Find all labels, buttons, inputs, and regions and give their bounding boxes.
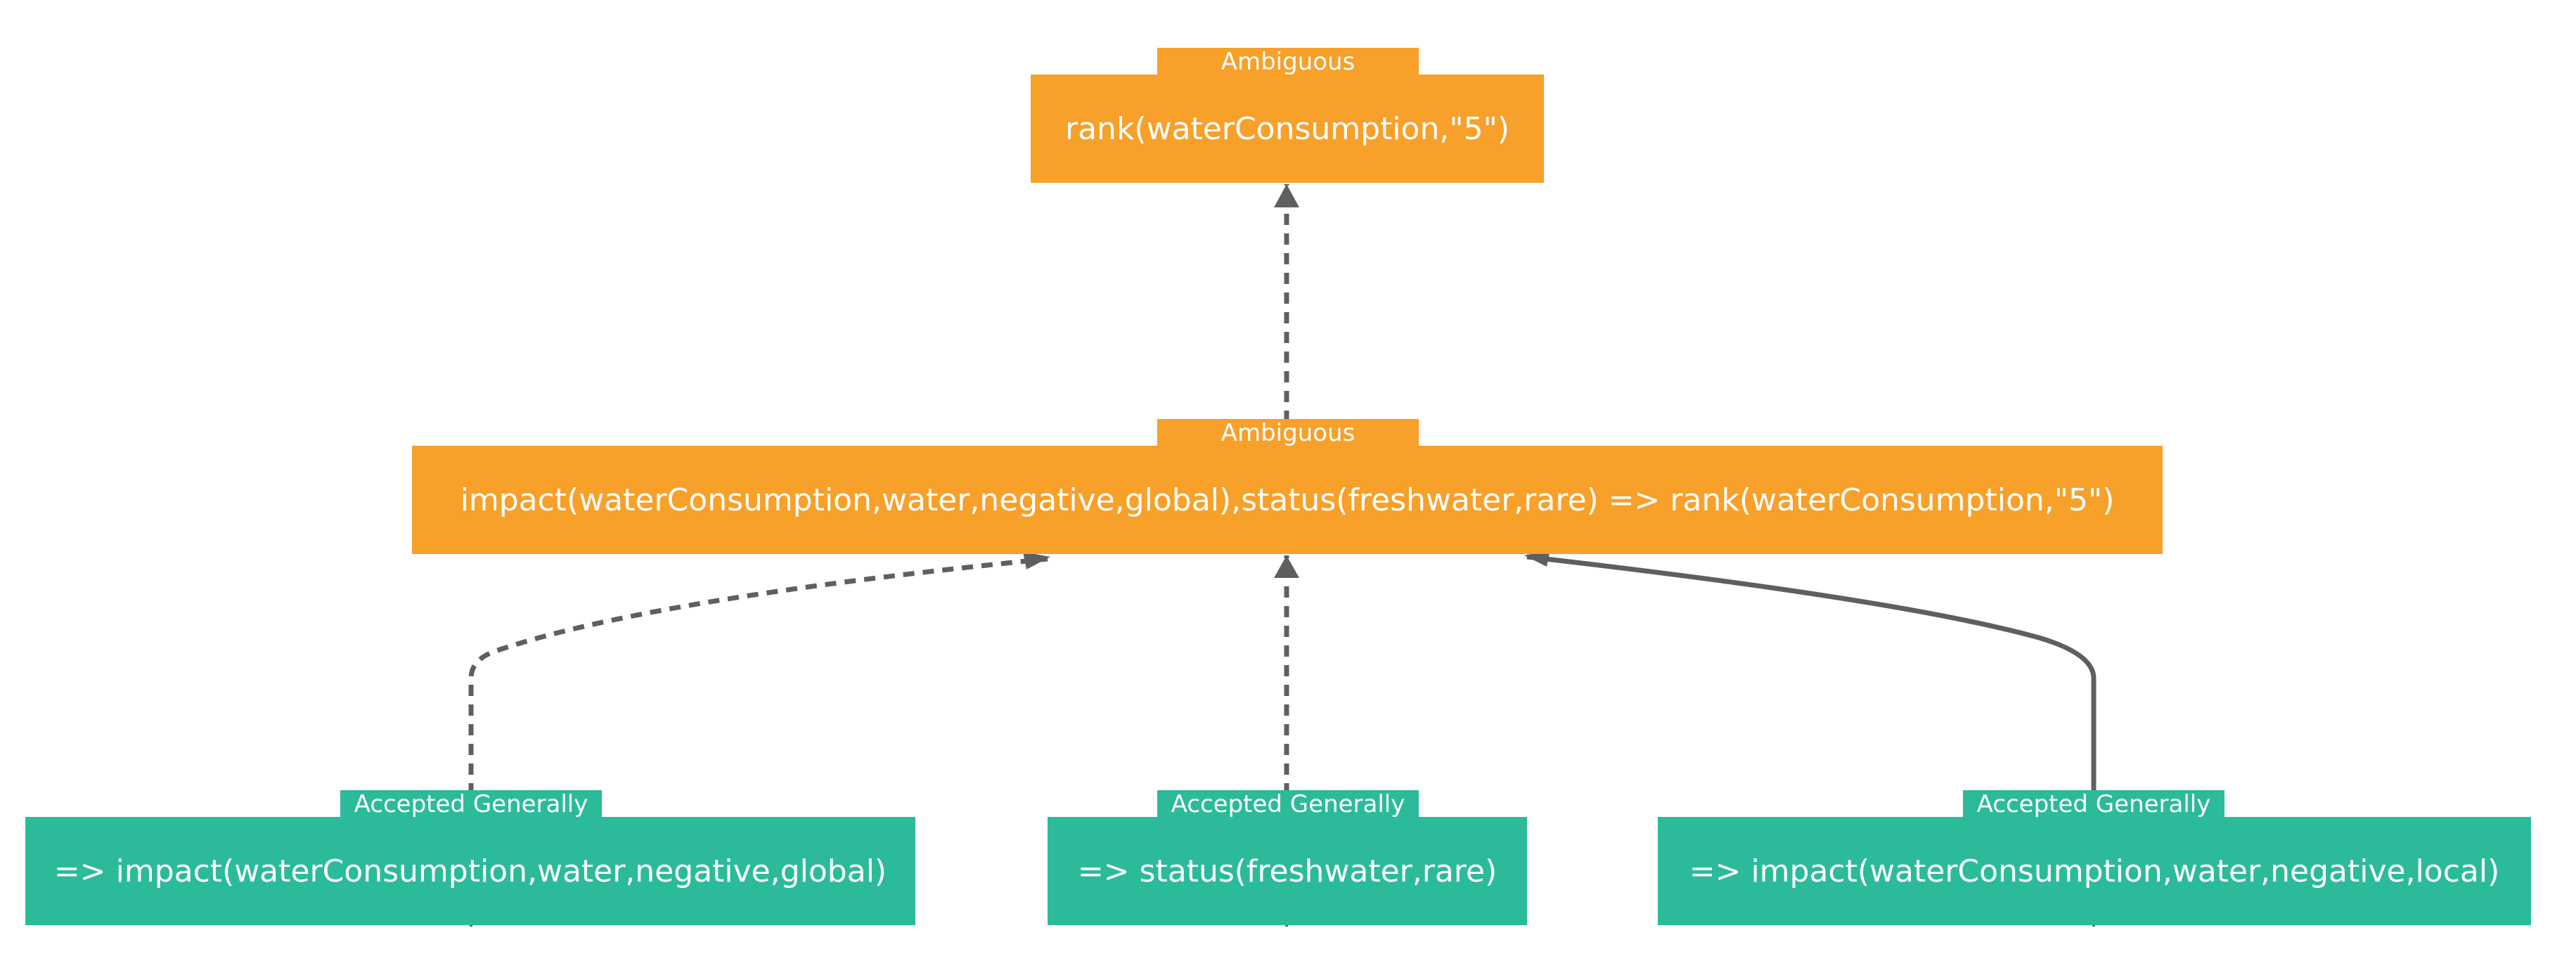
arrowhead-root-icon [1274,184,1299,207]
node-premise-status-label: => status(freshwater,rare) [1048,817,1527,925]
node-premise-global-label: => impact(waterConsumption,water,negativ… [25,817,915,925]
node-premise-local[interactable]: Accepted Generally => impact(waterConsum… [1658,790,2531,925]
node-rule-status-tab: Ambiguous [1157,419,1419,447]
node-root-status-tab: Ambiguous [1157,48,1419,76]
arrowhead-rule-left-icon [1023,552,1050,569]
node-root-label: rank(waterConsumption,"5") [1031,75,1544,183]
arrowhead-rule-right-icon [1524,550,1550,567]
node-rule[interactable]: Ambiguous impact(waterConsumption,water,… [412,419,2163,554]
node-premise-global-status-tab: Accepted Generally [340,790,602,818]
edge-premise-global-to-rule [468,556,1048,794]
node-rule-label: impact(waterConsumption,water,negative,g… [412,446,2163,554]
node-premise-global[interactable]: Accepted Generally => impact(waterConsum… [25,790,915,925]
node-premise-status[interactable]: Accepted Generally => status(freshwater,… [1048,790,1527,925]
node-premise-local-label: => impact(waterConsumption,water,negativ… [1658,817,2531,925]
node-premise-status-status-tab: Accepted Generally [1157,790,1419,818]
edge-premise-local-to-rule [1526,554,2097,794]
node-premise-local-status-tab: Accepted Generally [1963,790,2224,818]
node-root[interactable]: Ambiguous rank(waterConsumption,"5") [1031,48,1544,183]
arrowhead-rule-center-icon [1274,555,1299,578]
